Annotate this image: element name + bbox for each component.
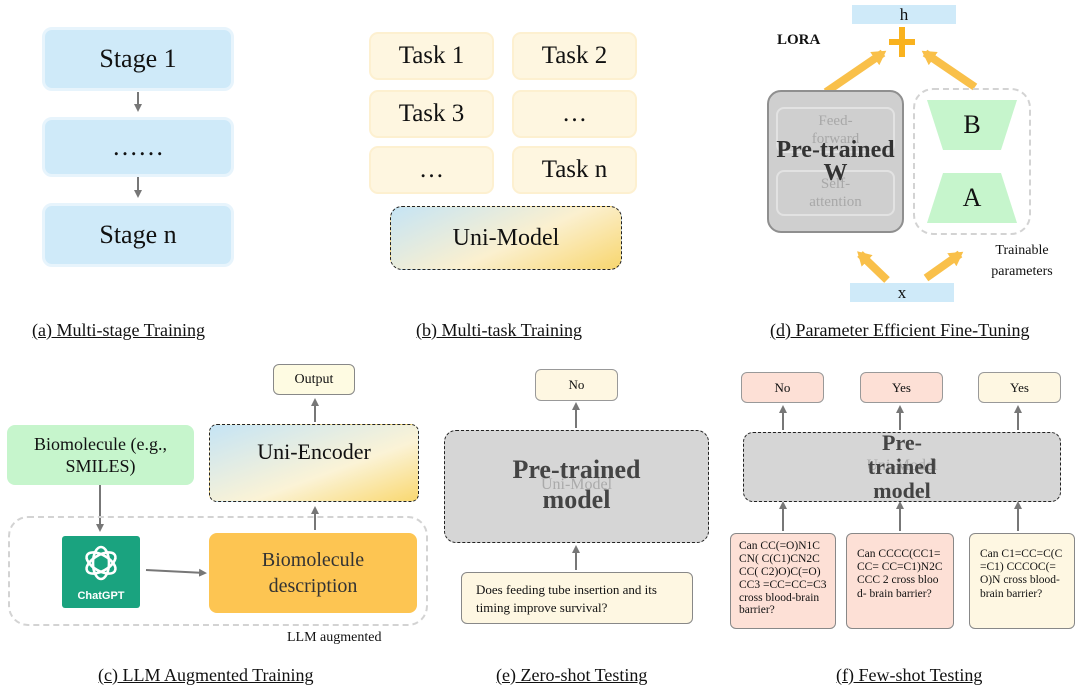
task-label: Task n	[541, 156, 608, 183]
matrix-a-shape	[927, 173, 1017, 223]
biomolecule-input-label: Biomolecule (e.g., SMILES)	[34, 433, 167, 477]
answer-box: No	[535, 369, 618, 401]
chatgpt-label: ChatGPT	[77, 590, 125, 602]
task-box: Task 1	[369, 32, 494, 80]
caption-a: (a) Multi-stage Training	[32, 320, 205, 340]
question-label: Can CC(=O)N1CCN( C(C1)CN2CCC( C2)O)C(=O)…	[739, 540, 827, 617]
lora-arrow	[823, 49, 978, 283]
answer-label: No	[568, 377, 585, 392]
stage-1-box: Stage 1	[42, 27, 234, 91]
pretrained-w-label: Pre-trained W	[776, 137, 895, 186]
output-h-box: h	[852, 5, 956, 24]
openai-icon	[85, 545, 117, 581]
input-x-label: x	[897, 282, 907, 302]
task-box: Task 3	[369, 90, 494, 138]
input-x-box: x	[850, 283, 954, 302]
plus-icon	[889, 27, 915, 57]
output-h-label: h	[899, 4, 909, 24]
pipeline-arrow	[96, 398, 319, 577]
task-box: …	[369, 146, 494, 194]
task-label: …	[562, 100, 587, 127]
feed-forward-label: Feed-forward	[811, 113, 860, 147]
uni-model-label: Uni-Model	[452, 224, 560, 251]
answer-label: No	[774, 379, 791, 395]
stage-n-box: Stage n	[42, 203, 234, 267]
self-attention-label: Self-attention	[809, 176, 862, 210]
matrix-b-shape	[927, 100, 1017, 150]
chatgpt-logo: ChatGPT	[62, 536, 140, 608]
question-box: Does feeding tube insertion and its timi…	[461, 572, 693, 624]
caption-e: (e) Zero-shot Testing	[496, 665, 648, 685]
few-shot-arrow	[779, 405, 1022, 531]
answer-box: No	[741, 372, 824, 403]
stage-1-label: Stage 1	[99, 44, 177, 73]
answer-box: Yes	[978, 372, 1061, 403]
pretrained-model-label: Pre-trained model	[867, 429, 937, 504]
biomolecule-input-box: Biomolecule (e.g., SMILES)	[7, 425, 194, 485]
description-box: Biomolecule description	[209, 533, 417, 613]
uni-encoder-box: Uni-Encoder	[209, 424, 419, 502]
uni-model-watermark: Uni-Model	[540, 476, 613, 493]
uni-model-box: Uni-Model	[390, 206, 622, 270]
matrix-a-label: A	[962, 183, 982, 212]
stage-ellipsis-label: ……	[112, 132, 164, 161]
task-box: Task 2	[512, 32, 637, 80]
output-label: Output	[294, 371, 334, 387]
stage-n-label: Stage n	[99, 220, 177, 249]
caption-d: (d) Parameter Efficient Fine-Tuning	[770, 320, 1030, 340]
description-label: Biomolecule description	[261, 549, 365, 597]
output-box: Output	[273, 364, 355, 395]
task-label: Task 1	[398, 42, 465, 69]
pretrained-model-box	[743, 432, 1061, 502]
question-box: Can CC(=O)N1CCN( C(C1)CN2CCC( C2)O)C(=O)…	[730, 533, 836, 629]
uni-model-watermark: Uni-Model	[866, 457, 938, 474]
llm-augmented-label: LLM augmented	[287, 630, 382, 645]
caption-f: (f) Few-shot Testing	[836, 665, 983, 685]
question-box: Can CCCC(CC1=CC= CC=C1)N2CCCC 2 cross bl…	[846, 533, 954, 629]
task-box: …	[512, 90, 637, 138]
answer-box: Yes	[860, 372, 943, 403]
question-label: Can C1=CC=C(C=C1) CCCOC(=O)N cross blood…	[980, 548, 1063, 600]
pretrained-weights-box	[767, 90, 904, 233]
stage-middle-box: ……	[42, 117, 234, 177]
task-label: Task 3	[398, 100, 465, 127]
matrix-b-label: B	[963, 110, 981, 139]
lora-label: LORA	[777, 32, 821, 48]
task-label: Task 2	[541, 42, 608, 69]
llm-augmented-group	[8, 516, 428, 626]
self-attention-box: Self-attention	[776, 170, 895, 216]
task-label: …	[419, 156, 444, 183]
trainable-group	[913, 88, 1031, 235]
answer-label: Yes	[892, 379, 911, 395]
answer-label: Yes	[1010, 379, 1029, 395]
feed-forward-box: Feed-forward	[776, 107, 895, 153]
uni-encoder-label: Uni-Encoder	[257, 439, 371, 464]
caption-c: (c) LLM Augmented Training	[98, 665, 314, 685]
pretrained-model-label: Pre-trained model	[512, 455, 641, 514]
trainable-parameters-label: Trainable parameters	[991, 243, 1053, 279]
question-label: Does feeding tube insertion and its timi…	[476, 582, 657, 615]
caption-b: (b) Multi-task Training	[416, 320, 583, 340]
question-label: Can CCCC(CC1=CC= CC=C1)N2CCCC 2 cross bl…	[857, 548, 943, 600]
pretrained-model-box	[444, 430, 709, 543]
task-box: Task n	[512, 146, 637, 194]
question-box: Can C1=CC=C(C=C1) CCCOC(=O)N cross blood…	[969, 533, 1075, 629]
